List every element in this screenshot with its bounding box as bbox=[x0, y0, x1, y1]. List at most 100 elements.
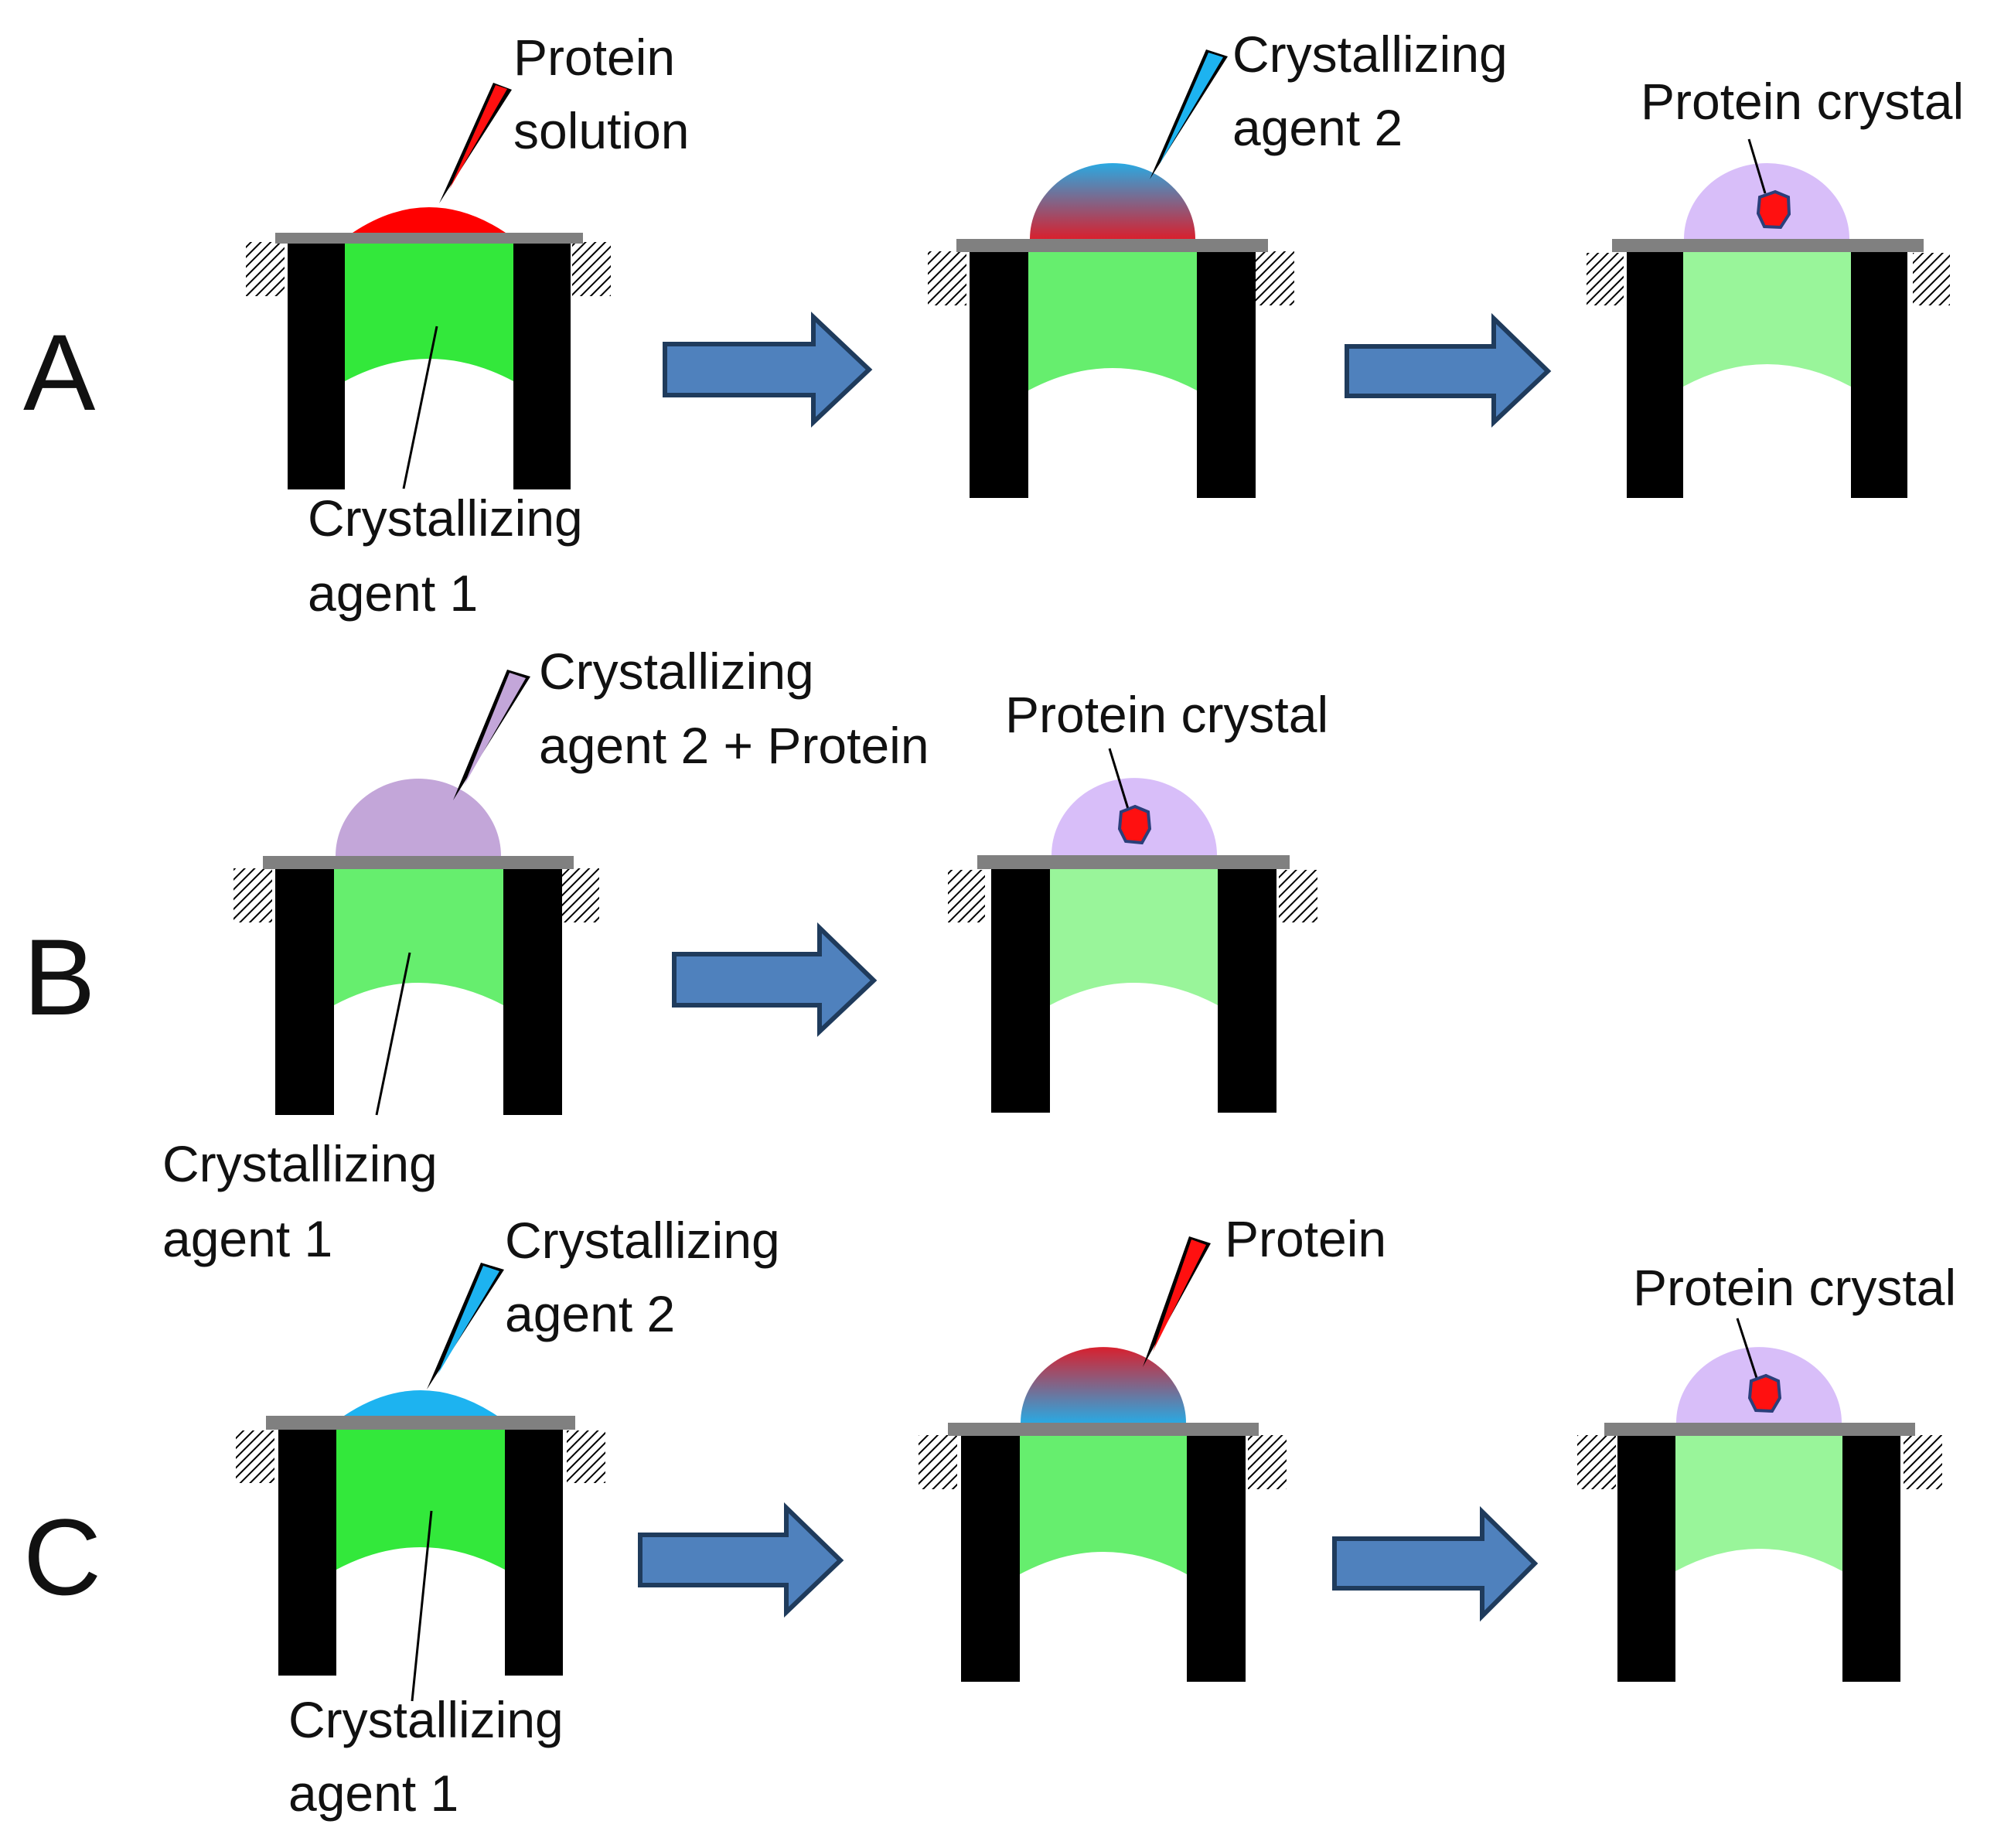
hatched-support bbox=[572, 242, 611, 296]
pipette-label-line2: solution bbox=[513, 102, 690, 159]
cover-slip bbox=[948, 1423, 1259, 1436]
pipette-label-line1: Crystallizing bbox=[539, 643, 814, 700]
crystal-label: Protein crystal bbox=[1005, 686, 1328, 743]
pipette-label-line2: agent 2 bbox=[1232, 99, 1403, 156]
process-arrow bbox=[672, 922, 878, 1037]
pipette-red-icon bbox=[439, 83, 512, 203]
agent1-label-line2: agent 1 bbox=[308, 564, 478, 622]
crystallizing-agent-1-reservoir bbox=[1020, 1436, 1187, 1574]
pipette-violet-icon bbox=[453, 670, 530, 800]
agent1-label-line2: agent 1 bbox=[162, 1210, 332, 1267]
cover-slip bbox=[275, 233, 583, 244]
stage-b2: Protein crystal bbox=[948, 686, 1328, 1113]
stage-a3: Protein crystal bbox=[1587, 73, 1964, 498]
stage-a1: Protein solution Crystallizing agent 1 bbox=[246, 29, 690, 622]
agent1-label-line1: Crystallizing bbox=[162, 1135, 438, 1192]
hatched-support bbox=[233, 868, 272, 922]
hatched-support bbox=[1904, 1435, 1942, 1489]
pipette-label-line1: Protein bbox=[513, 29, 675, 86]
well-wall-right bbox=[513, 242, 571, 489]
well-wall-left bbox=[275, 869, 334, 1115]
crystal-label: Protein crystal bbox=[1633, 1259, 1956, 1316]
crystallizing-agent-1-reservoir bbox=[1050, 869, 1218, 1005]
crystal-icon bbox=[1747, 1373, 1782, 1413]
pipette-label: Protein bbox=[1225, 1210, 1386, 1267]
pipette-label-line1: Crystallizing bbox=[1232, 26, 1508, 83]
hatched-support bbox=[1279, 870, 1317, 922]
well-wall-left bbox=[961, 1436, 1020, 1682]
hatched-support bbox=[928, 251, 966, 305]
well-wall-left bbox=[991, 869, 1050, 1113]
pipette-label-line2: agent 2 bbox=[505, 1285, 675, 1342]
hatched-support bbox=[919, 1435, 957, 1489]
crystal-icon bbox=[1756, 189, 1791, 230]
agent1-label-line2: agent 1 bbox=[288, 1764, 458, 1822]
hatched-support bbox=[1587, 253, 1624, 305]
hatched-support bbox=[246, 242, 285, 296]
mixed-drop-gradient bbox=[1021, 1347, 1186, 1423]
well-wall-right bbox=[503, 869, 562, 1115]
hatched-support bbox=[1248, 1435, 1287, 1489]
row-label-b: B bbox=[23, 916, 95, 1038]
crystallizing-agent-1-reservoir bbox=[1028, 252, 1197, 390]
agent1-label-line1: Crystallizing bbox=[288, 1691, 564, 1748]
crystal-leader-line bbox=[1736, 1318, 1758, 1379]
crystal-leader-line bbox=[1747, 138, 1767, 194]
agent1-leader-line bbox=[402, 326, 438, 489]
pipette-red-icon bbox=[1143, 1236, 1211, 1367]
crystallizing-agent-1-reservoir bbox=[1675, 1436, 1842, 1571]
row-label-a: A bbox=[23, 312, 96, 433]
hatched-support bbox=[1256, 251, 1294, 305]
crystallizing-agent-1-reservoir bbox=[1683, 252, 1851, 387]
well-wall-right bbox=[1197, 252, 1256, 498]
process-arrow bbox=[638, 1502, 844, 1618]
agent1-leader-line bbox=[411, 1510, 433, 1702]
well-wall-left bbox=[970, 252, 1028, 498]
protein-solution-drop bbox=[353, 207, 506, 233]
row-label-c: C bbox=[23, 1496, 101, 1618]
hatched-support bbox=[1913, 253, 1950, 305]
cover-slip bbox=[977, 855, 1290, 869]
agent1-label-line1: Crystallizing bbox=[308, 489, 583, 547]
mixed-drop-gradient bbox=[1030, 163, 1195, 239]
well-wall-left bbox=[278, 1430, 336, 1676]
cover-slip bbox=[266, 1416, 575, 1430]
well-wall-right bbox=[1218, 869, 1276, 1113]
row-b: B Crystallizing agent 2 + Protein Crysta… bbox=[23, 643, 1328, 1267]
process-arrow bbox=[1345, 312, 1552, 428]
process-arrow bbox=[1332, 1505, 1539, 1622]
row-a: A Protein solution Crystallizing agent 1 bbox=[23, 26, 1964, 622]
well-wall-left bbox=[1617, 1436, 1675, 1682]
well-wall-right bbox=[1842, 1436, 1900, 1682]
stage-a2: Crystallizing agent 2 bbox=[928, 26, 1508, 498]
well-wall-right bbox=[1187, 1436, 1246, 1682]
hatched-support bbox=[561, 868, 599, 922]
hatched-support bbox=[948, 870, 985, 922]
cover-slip bbox=[1612, 239, 1924, 252]
cover-slip bbox=[956, 239, 1268, 252]
crystallizing-agent-2-drop bbox=[344, 1390, 497, 1416]
stage-c3: Protein crystal bbox=[1577, 1259, 1956, 1682]
crystallizing-agent-1-reservoir bbox=[345, 244, 513, 381]
cover-slip bbox=[263, 856, 574, 869]
hatched-support bbox=[236, 1430, 274, 1483]
cover-slip bbox=[1604, 1423, 1915, 1436]
row-c: C Crystallizing agent 2 Crystallizing ag… bbox=[23, 1210, 1956, 1822]
stage-c2: Protein bbox=[919, 1210, 1386, 1682]
crystallizing-agent-1-reservoir bbox=[334, 869, 503, 1005]
well-wall-right bbox=[1851, 252, 1907, 498]
stage-c1: Crystallizing agent 2 Crystallizing agen… bbox=[236, 1212, 780, 1822]
pipette-blue-icon bbox=[427, 1263, 504, 1389]
process-arrow bbox=[663, 312, 873, 428]
pipette-blue-icon bbox=[1150, 49, 1228, 179]
well-wall-left bbox=[288, 242, 345, 489]
crystal-leader-line bbox=[1108, 748, 1130, 810]
well-wall-right bbox=[505, 1430, 563, 1676]
crystallizing-agent-1-reservoir bbox=[336, 1430, 505, 1570]
crystal-label: Protein crystal bbox=[1641, 73, 1964, 130]
pipette-label-line1: Crystallizing bbox=[505, 1212, 780, 1269]
agent1-leader-line bbox=[375, 952, 411, 1116]
stage-b1: Crystallizing agent 2 + Protein Crystall… bbox=[162, 643, 929, 1267]
hatched-support bbox=[1577, 1435, 1616, 1489]
